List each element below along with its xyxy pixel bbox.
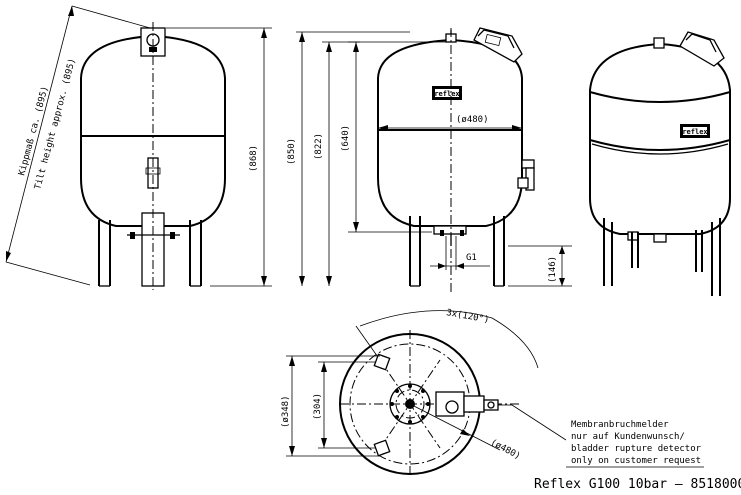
top-diameter-label: (ø480) — [489, 438, 522, 462]
dim-304: (304) — [313, 361, 376, 449]
side-vessel-body — [80, 34, 226, 227]
persp-logo-badge: reflex — [680, 124, 710, 138]
angle-label: 3x(120°) — [445, 308, 489, 325]
persp-legs — [603, 218, 721, 296]
height-dimension-868: (868) — [166, 27, 272, 287]
rupture-detector-note: Membranbruchmelder nur auf Kundenwunsch/… — [511, 404, 704, 468]
front-logo-text: reflex — [434, 90, 460, 98]
top-diameter-dim: (ø480) — [409, 403, 522, 462]
dim-348: (ø348) — [281, 355, 380, 457]
foot-bottom — [373, 439, 391, 457]
note-line-1: Membranbruchmelder — [571, 420, 669, 430]
tilt-dimension: Kippmaß ca. (895) Tilt height approx. (8… — [5, 5, 151, 286]
side-view: Kippmaß ca. (895) Tilt height approx. (8… — [5, 5, 272, 290]
dim-822-label: (822) — [314, 133, 324, 160]
g1-dimension: G1 — [430, 236, 490, 270]
side-legs — [98, 220, 202, 287]
dim-146: (146) — [508, 245, 572, 287]
persp-logo-text: reflex — [682, 128, 708, 136]
dim-146-label: (146) — [548, 256, 558, 283]
perspective-view: reflex — [589, 31, 731, 296]
note-line-2: nur auf Kundenwunsch/ — [571, 432, 685, 442]
persp-vessel-body — [589, 42, 731, 235]
dim-640: (640) — [341, 41, 432, 233]
dim-850-label: (850) — [287, 138, 297, 165]
persp-gauge-housing — [679, 31, 725, 67]
front-side-fitting — [517, 159, 535, 191]
front-vessel-body — [377, 38, 523, 227]
dim-304-label: (304) — [313, 393, 323, 420]
dim-348-label: (ø348) — [281, 395, 291, 428]
foot-top — [373, 353, 391, 371]
note-line-3: bladder rupture detector — [571, 444, 702, 454]
note-line-4: only on customer request — [571, 456, 701, 466]
rupture-detector — [463, 395, 512, 413]
height-868-label: (868) — [249, 145, 259, 172]
front-gauge-housing — [473, 27, 523, 63]
front-diameter-label: (ø480) — [456, 115, 489, 125]
dim-850: (850) — [287, 31, 410, 286]
dim-822: (822) — [314, 41, 450, 286]
angle-arc — [359, 310, 539, 369]
front-diameter-dim: (ø480) — [378, 115, 522, 131]
flange-bolts — [390, 384, 430, 424]
front-view: (850) (822) (640) — [287, 27, 572, 292]
top-view: 3x(120°) — [281, 308, 539, 478]
front-logo-badge: reflex — [432, 86, 462, 100]
dim-640-label: (640) — [341, 125, 351, 152]
g1-label: G1 — [466, 253, 477, 263]
drawing-caption: Reflex G100 10bar – 8518000 — [534, 477, 741, 492]
front-legs — [409, 216, 505, 287]
